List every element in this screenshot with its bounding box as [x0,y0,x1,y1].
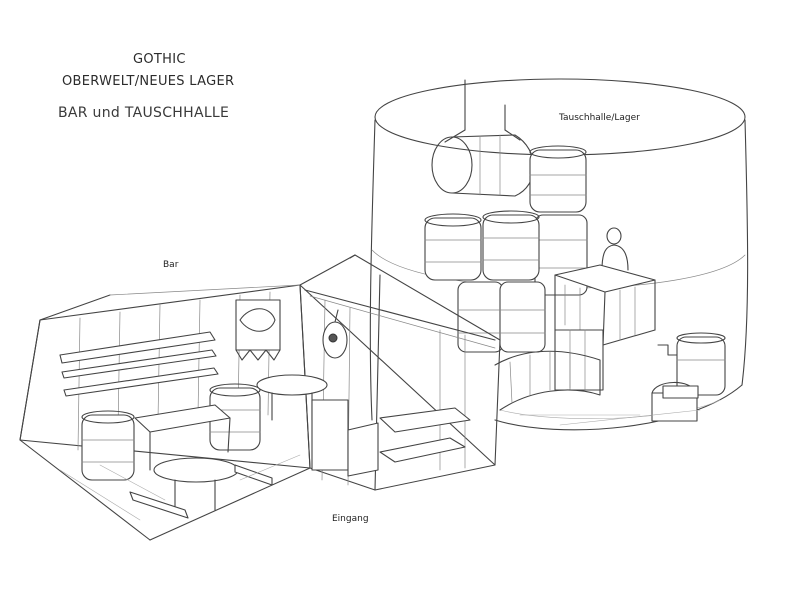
barrel-stack [424,145,588,353]
wall-shield [322,309,348,359]
bar-furniture [129,374,471,519]
title-gothic: GOTHIC [133,52,186,67]
hanging-barrel [431,79,535,197]
label-bar: Bar [163,260,179,270]
label-tauschhalle-lager: Tauschhalle/Lager [559,113,640,123]
trade-counter [554,227,656,391]
title-bar-tauschhalle: BAR und TAUSCHHALLE [58,105,230,121]
label-eingang: Eingang [332,514,369,524]
ramp [494,350,601,411]
wall-shelves [59,331,219,397]
title-oberwelt: OBERWELT/NEUES LAGER [62,74,235,89]
storage-props [651,332,726,422]
floor-hints [59,409,701,521]
wall-banner [235,299,281,361]
